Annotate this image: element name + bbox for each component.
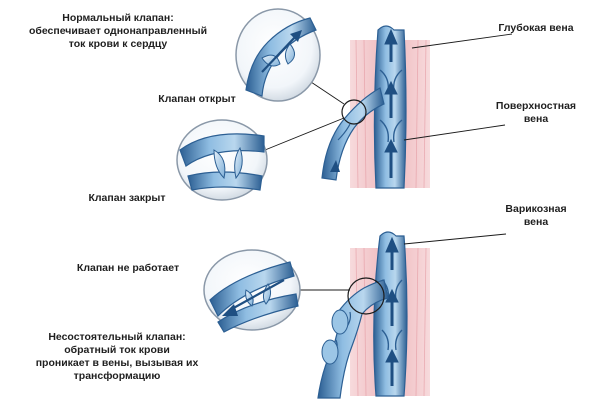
bottom-flow-arrows (385, 236, 399, 386)
valve-closed-label: Клапан закрыт (88, 192, 166, 204)
top-superficial-vein (321, 87, 385, 181)
bottom-callout-lines (300, 233, 507, 291)
superficial-vein-label: Поверхностная вена (495, 100, 577, 125)
valve-open-label: Клапан открыт (158, 93, 236, 105)
varicose-superficial-vein (317, 279, 389, 399)
incompetent-valve-label: Несостоятельный клапан: обратный ток кро… (35, 331, 199, 382)
varicose-vein-label: Варикозная вена (505, 203, 567, 228)
valve-not-working-label: Клапан не работает (76, 262, 180, 274)
valve-open-lens (235, 8, 321, 102)
top-callout-lines (264, 33, 513, 151)
normal-valve-label: Нормальный клапан: обеспечивает однонапр… (28, 12, 208, 50)
top-valve-focus-circle (341, 99, 367, 125)
top-flow-arrows (384, 28, 398, 178)
bottom-deep-vein (373, 231, 408, 397)
valve-failure-lens (203, 249, 301, 333)
valve-closed-lens (176, 119, 268, 201)
bottom-valve-focus-circle (347, 277, 385, 315)
deep-vein-label: Глубокая вена (498, 22, 574, 34)
